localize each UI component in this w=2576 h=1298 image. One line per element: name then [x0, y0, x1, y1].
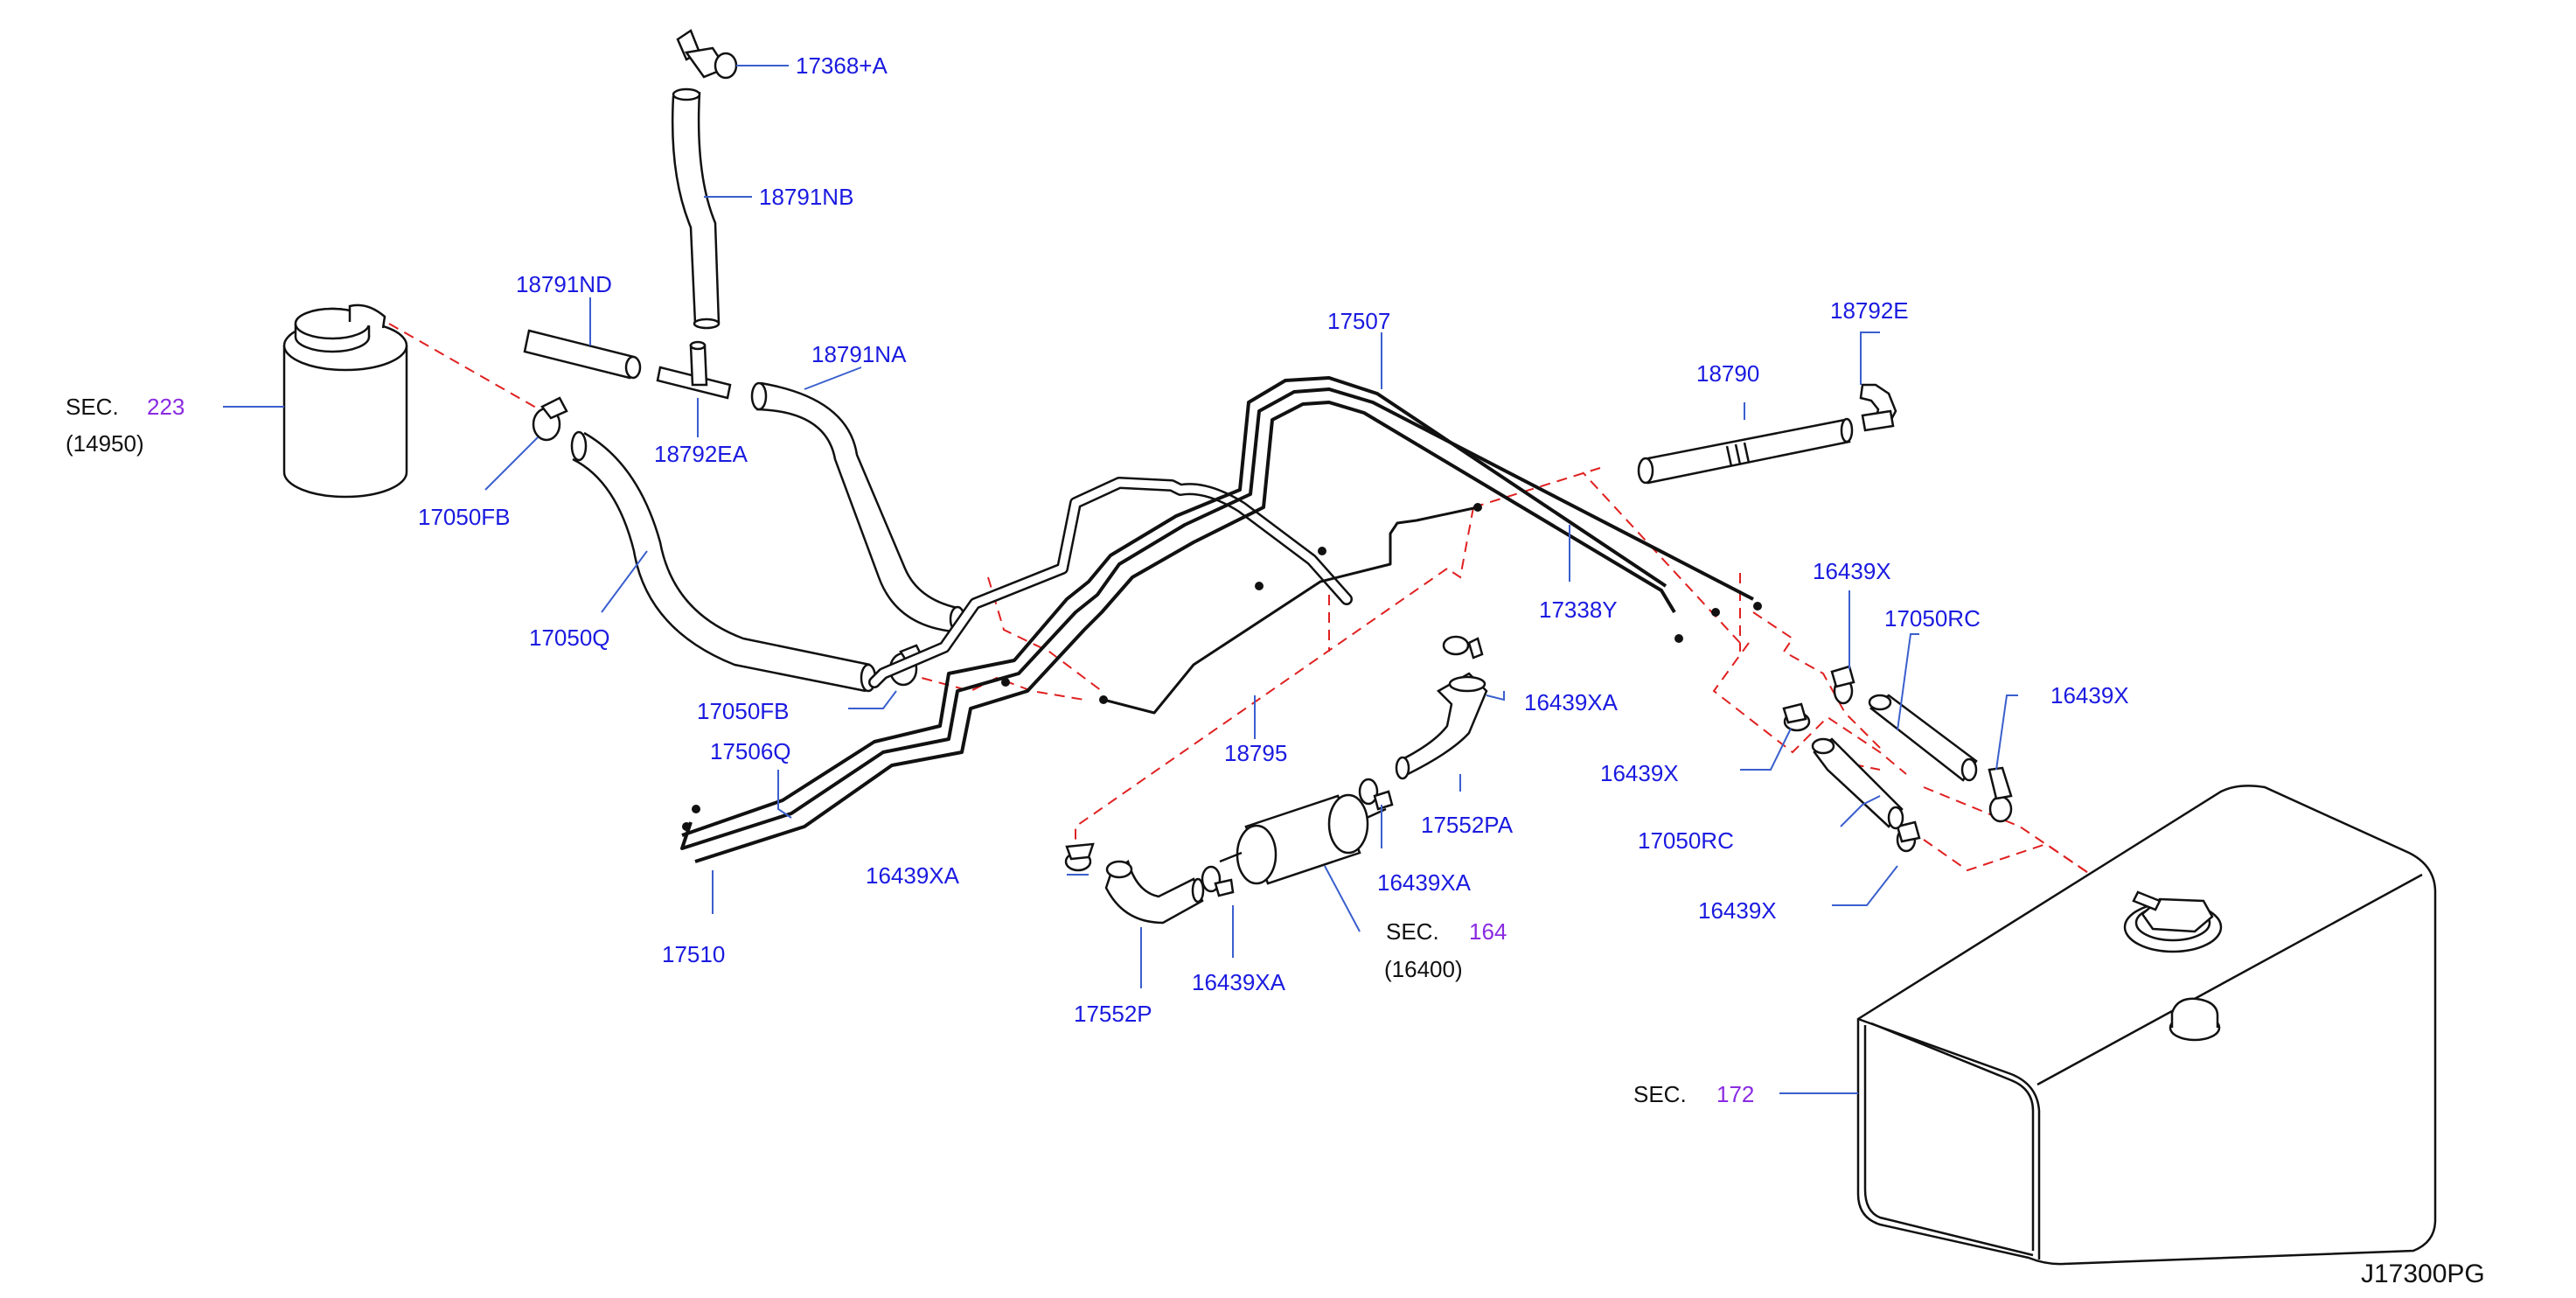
clamp-16439x-1 — [1830, 665, 1855, 705]
part-labels: 17368+A 18791NB 18791ND 18791NA 18792EA … — [418, 52, 2129, 1027]
label-17050fb-lower: 17050FB — [697, 698, 790, 724]
label-18795: 18795 — [1224, 740, 1287, 766]
hose-17552p — [1104, 859, 1205, 925]
label-17050rc-1: 17050RC — [1884, 605, 1981, 632]
label-17507: 17507 — [1327, 308, 1390, 334]
hose-17050q — [570, 430, 877, 693]
hose-17552pa — [1395, 672, 1488, 780]
label-16439x-1: 16439X — [1813, 558, 1891, 584]
label-17510: 17510 — [662, 941, 725, 967]
clamp-16439x-3 — [1896, 820, 1921, 853]
tee-connector — [656, 340, 732, 400]
label-16439x-2: 16439X — [2050, 682, 2129, 708]
sec-label-filter: SEC. — [1386, 918, 1439, 945]
clamp-16439x-2 — [1782, 702, 1811, 732]
section-callout-tank: SEC. 172 — [1633, 1081, 1754, 1107]
evap-canister — [282, 304, 408, 499]
sec-label-tank: SEC. — [1633, 1081, 1687, 1107]
hose-18791nb — [671, 87, 721, 330]
label-18791na: 18791NA — [811, 341, 907, 367]
hose-18791na — [750, 381, 966, 633]
hose-18791nd — [523, 329, 642, 380]
label-16439xa-3: 16439XA — [866, 862, 960, 889]
label-18792e: 18792E — [1830, 297, 1909, 324]
label-17552pa: 17552PA — [1421, 812, 1514, 838]
label-17506q: 17506Q — [710, 738, 791, 764]
label-17552p: 17552P — [1074, 1001, 1152, 1027]
clamp-16439xa-2 — [1358, 778, 1394, 811]
clamp-16439xa-1 — [1442, 635, 1484, 659]
label-16439x-3: 16439X — [1600, 760, 1679, 786]
label-17368: 17368+A — [796, 52, 888, 79]
label-17050q: 17050Q — [529, 625, 610, 651]
sec-sub-filter: (16400) — [1384, 956, 1463, 982]
clamp-16439xa-4 — [1201, 865, 1235, 897]
diagram-code: J17300PG — [2361, 1260, 2485, 1288]
fuel-tank — [1856, 785, 2437, 1266]
hose-18790 — [1637, 417, 1854, 485]
label-16439xa-4: 16439XA — [1192, 969, 1286, 995]
fuel-filter — [1219, 793, 1387, 885]
section-callout-filter: SEC. 164 (16400) — [1384, 918, 1507, 982]
label-16439xa-1: 16439XA — [1524, 689, 1619, 715]
clamp-17050fb-upper — [532, 396, 568, 442]
sec-label-canister: SEC. — [66, 394, 119, 420]
elbow-18792e — [1859, 383, 1897, 432]
label-17338y: 17338Y — [1539, 597, 1618, 623]
label-17050fb-upper: 17050FB — [418, 504, 511, 530]
sec-number-tank: 172 — [1716, 1081, 1754, 1107]
fuel-pipe-bundle — [680, 376, 1762, 863]
hose-17050rc-upper — [1868, 694, 1978, 782]
label-16439xa-2: 16439XA — [1377, 869, 1472, 896]
label-18792ea: 18792EA — [654, 441, 748, 467]
label-16439x-4: 16439X — [1698, 897, 1777, 924]
hose-17050rc-lower — [1811, 737, 1904, 830]
section-callout-canister: SEC. 223 (14950) — [66, 394, 184, 457]
sec-sub-canister: (14950) — [66, 430, 144, 457]
clamp-16439x-4 — [1988, 766, 2013, 823]
sec-number-canister: 223 — [147, 394, 184, 420]
leader-lines — [223, 65, 2018, 1094]
label-17050rc-2: 17050RC — [1638, 827, 1734, 854]
clamp-16439xa-3 — [1064, 842, 1095, 872]
label-18790: 18790 — [1696, 360, 1759, 387]
return-line-18795 — [1103, 506, 1479, 715]
label-18791nd: 18791ND — [516, 271, 612, 297]
label-18791nb: 18791NB — [759, 184, 853, 210]
sec-number-filter: 164 — [1469, 918, 1507, 945]
check-valve — [676, 29, 738, 80]
